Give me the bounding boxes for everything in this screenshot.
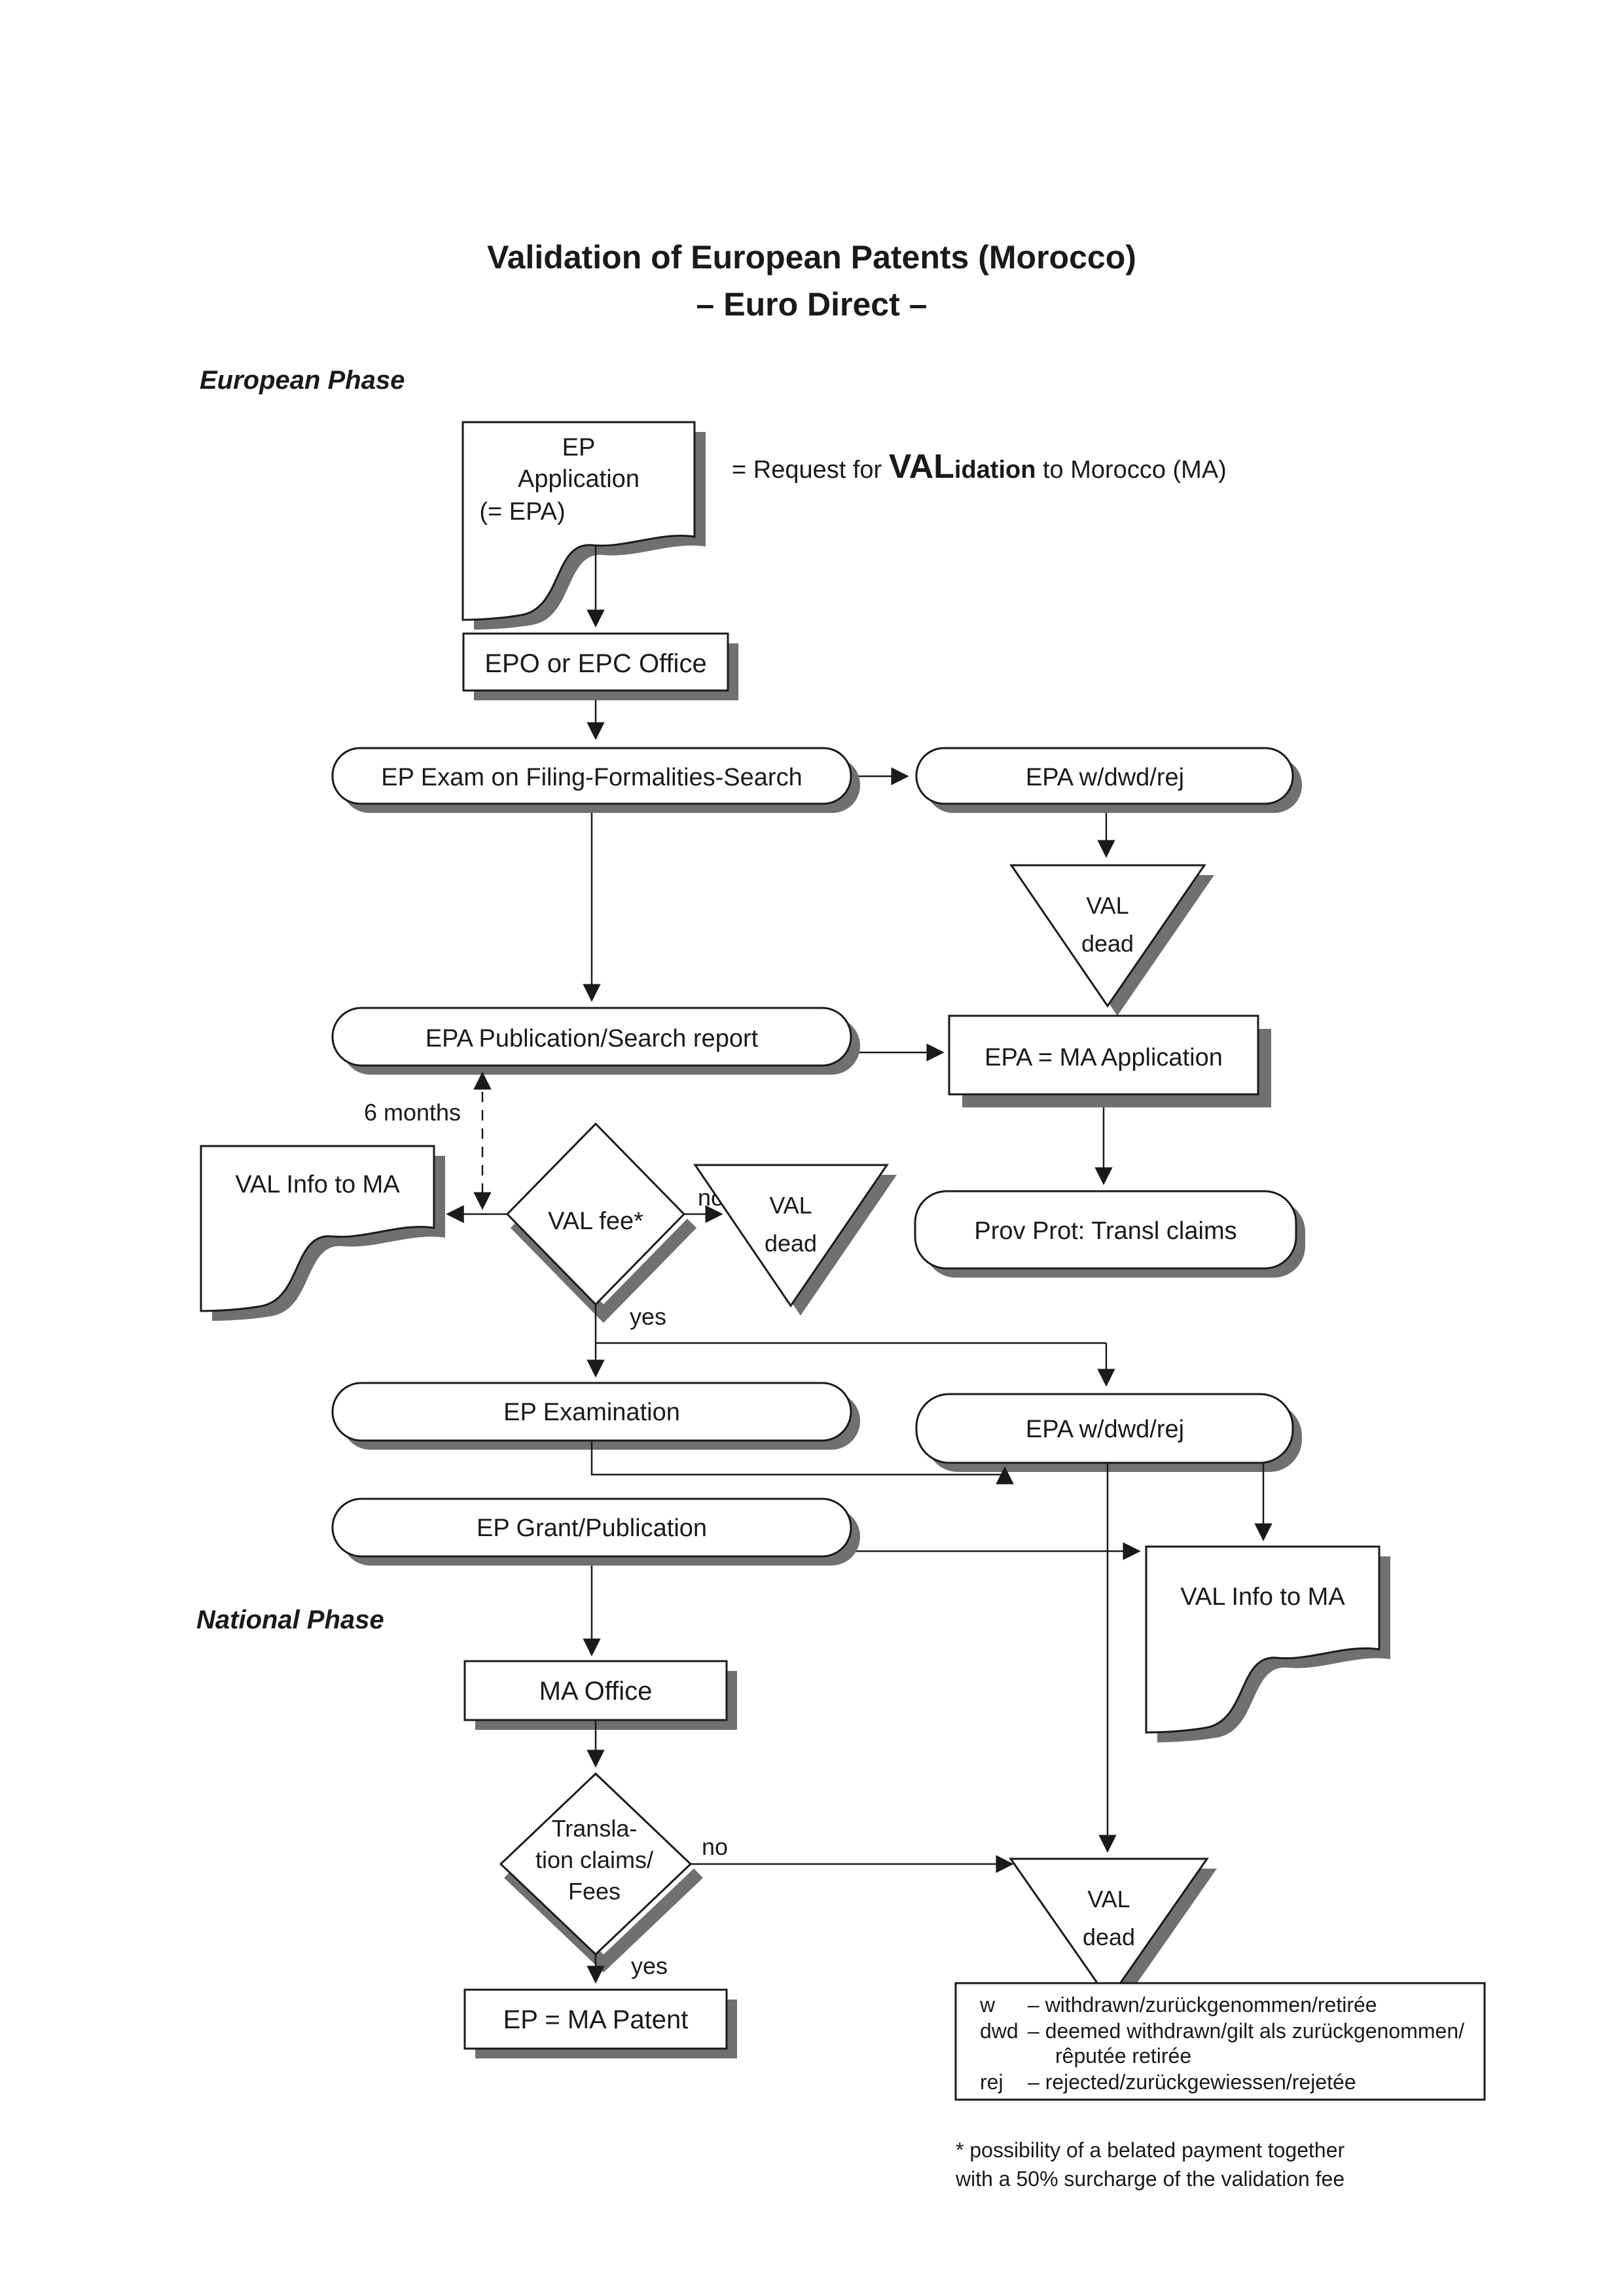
epo-office-box: EPO or EPC Office xyxy=(462,632,738,700)
request-prefix: = Request for xyxy=(732,456,889,484)
val-dead3-terminator: VAL dead xyxy=(1009,1857,1217,2009)
ep-grant-label: EP Grant/Publication xyxy=(477,1515,707,1542)
val-dead2-terminator: VAL dead xyxy=(693,1164,897,1316)
epa-wdwdrej2-label: EPA w/dwd/rej xyxy=(1026,1416,1184,1443)
val-fee-label: VAL fee* xyxy=(548,1208,643,1235)
ep-application-doc: EP Application (= EPA) xyxy=(461,421,706,630)
footnote: * possibility of a belated payment toget… xyxy=(955,2138,1344,2191)
legend-def-rej: – rejected/zurückgewiessen/rejetée xyxy=(1028,2070,1356,2094)
ep-exam-shape xyxy=(331,747,852,805)
ep-exam-box: EP Exam on Filing-Formalities-Search xyxy=(331,747,860,813)
ep-ma-patent-label: EP = MA Patent xyxy=(503,2005,689,2034)
request-suffix: to Morocco (MA) xyxy=(1036,456,1226,484)
prov-prot-box: Prov Prot: Transl claims xyxy=(914,1190,1305,1278)
ma-office-box: MA Office xyxy=(463,1660,737,1730)
ep-application-doc-shape xyxy=(461,421,696,621)
epa-publication-label: EPA Publication/Search report xyxy=(425,1025,759,1052)
ep-ma-patent-shape xyxy=(463,1988,728,2050)
ma-office-label: MA Office xyxy=(539,1677,653,1706)
translation-line1: Transla- xyxy=(552,1815,638,1842)
ep-examination-label: EP Examination xyxy=(503,1399,680,1426)
legend-box: w – withdrawn/zurückgenommen/retirée dwd… xyxy=(954,1982,1486,2101)
request-val: VAL xyxy=(889,448,954,486)
epo-office-shape xyxy=(462,632,729,692)
arrow-epexamination-feedback-to-epawdwdrej2 xyxy=(590,1441,1014,1484)
title-line1: Validation of European Patents (Morocco) xyxy=(487,239,1136,276)
val-dead1-shape xyxy=(1009,864,1206,1008)
val-dead3-line2: dead xyxy=(1083,1924,1135,1950)
epa-publication-shape xyxy=(331,1007,852,1067)
footnote-line1: * possibility of a belated payment toget… xyxy=(956,2138,1344,2162)
ep-ma-patent-box: EP = MA Patent xyxy=(463,1988,737,2058)
epa-wdwdrej1-shape xyxy=(915,747,1294,805)
legend-def-dwd: – deemed withdrawn/gilt als zurückgenomm… xyxy=(1028,2019,1464,2043)
val-dead2-shape xyxy=(693,1164,889,1308)
val-info2-doc: VAL Info to MA xyxy=(1145,1545,1390,1742)
translation-line2: tion claims/ xyxy=(535,1846,653,1873)
footnote-line2: with a 50% surcharge of the validation f… xyxy=(955,2167,1344,2191)
epa-wdwdrej1-box: EPA w/dwd/rej xyxy=(915,747,1302,813)
no2-label: no xyxy=(702,1833,728,1860)
request-idation: idation xyxy=(954,456,1036,484)
ep-grant-box: EP Grant/Publication xyxy=(331,1498,860,1566)
title-line2: – Euro Direct – xyxy=(696,286,928,323)
ep-grant-shape xyxy=(331,1498,852,1558)
ep-application-line2: Application xyxy=(518,465,640,493)
legend-def-dwd-cont: rêputée retirée xyxy=(1055,2044,1191,2068)
val-info1-shape xyxy=(200,1145,435,1312)
prov-prot-label: Prov Prot: Transl claims xyxy=(974,1217,1236,1245)
val-info1-doc: VAL Info to MA xyxy=(200,1145,445,1321)
page-title: Validation of European Patents (Morocco)… xyxy=(487,239,1136,323)
epa-publication-box: EPA Publication/Search report xyxy=(331,1007,860,1075)
yes1-label: yes xyxy=(630,1303,666,1330)
national-phase-label: National Phase xyxy=(196,1605,384,1634)
yes2-label: yes xyxy=(631,1952,668,1979)
val-dead3-shape xyxy=(1009,1857,1209,2001)
ep-application-line3: (= EPA) xyxy=(479,498,565,526)
epa-wdwdrej2-shape xyxy=(915,1393,1294,1464)
epa-ma-application-label: EPA = MA Application xyxy=(984,1044,1223,1071)
ep-exam-label: EP Exam on Filing-Formalities-Search xyxy=(381,764,802,791)
epa-ma-application-shape xyxy=(948,1014,1259,1096)
val-dead1-line2: dead xyxy=(1081,930,1134,957)
val-dead1-line1: VAL xyxy=(1086,892,1128,919)
legend-frame xyxy=(954,1982,1486,2101)
val-dead2-line1: VAL xyxy=(769,1192,812,1219)
val-dead3-line1: VAL xyxy=(1087,1886,1130,1912)
val-dead1-terminator: VAL dead xyxy=(1009,864,1214,1016)
ep-examination-box: EP Examination xyxy=(331,1382,860,1450)
six-months-label: 6 months xyxy=(364,1099,461,1126)
val-info1-label: VAL Info to MA xyxy=(235,1171,400,1198)
epo-office-label: EPO or EPC Office xyxy=(484,649,706,678)
prov-prot-shape xyxy=(914,1190,1297,1270)
legend-term-dwd: dwd xyxy=(980,2019,1019,2043)
val-info2-shape xyxy=(1145,1545,1380,1734)
translation-line3: Fees xyxy=(568,1878,621,1905)
epa-ma-application-box: EPA = MA Application xyxy=(948,1014,1271,1107)
epa-wdwdrej1-label: EPA w/dwd/rej xyxy=(1026,764,1184,791)
ep-application-line1: EP xyxy=(562,434,596,461)
translation-shadow xyxy=(504,1868,703,1973)
translation-decision: Transla- tion claims/ Fees xyxy=(499,1772,703,1973)
request-annotation: = Request for VALidation to Morocco (MA) xyxy=(732,448,1227,486)
legend-term-w: w xyxy=(979,1993,996,2017)
epa-wdwdrej2-box: EPA w/dwd/rej xyxy=(915,1393,1302,1472)
legend-term-rej: rej xyxy=(980,2070,1003,2094)
val-info2-label: VAL Info to MA xyxy=(1180,1583,1345,1611)
legend-def-w: – withdrawn/zurückgenommen/retirée xyxy=(1028,1993,1377,2017)
european-phase-label: European Phase xyxy=(200,366,405,395)
val-dead2-line2: dead xyxy=(765,1230,817,1257)
val-fee-decision: VAL fee* xyxy=(505,1122,697,1323)
